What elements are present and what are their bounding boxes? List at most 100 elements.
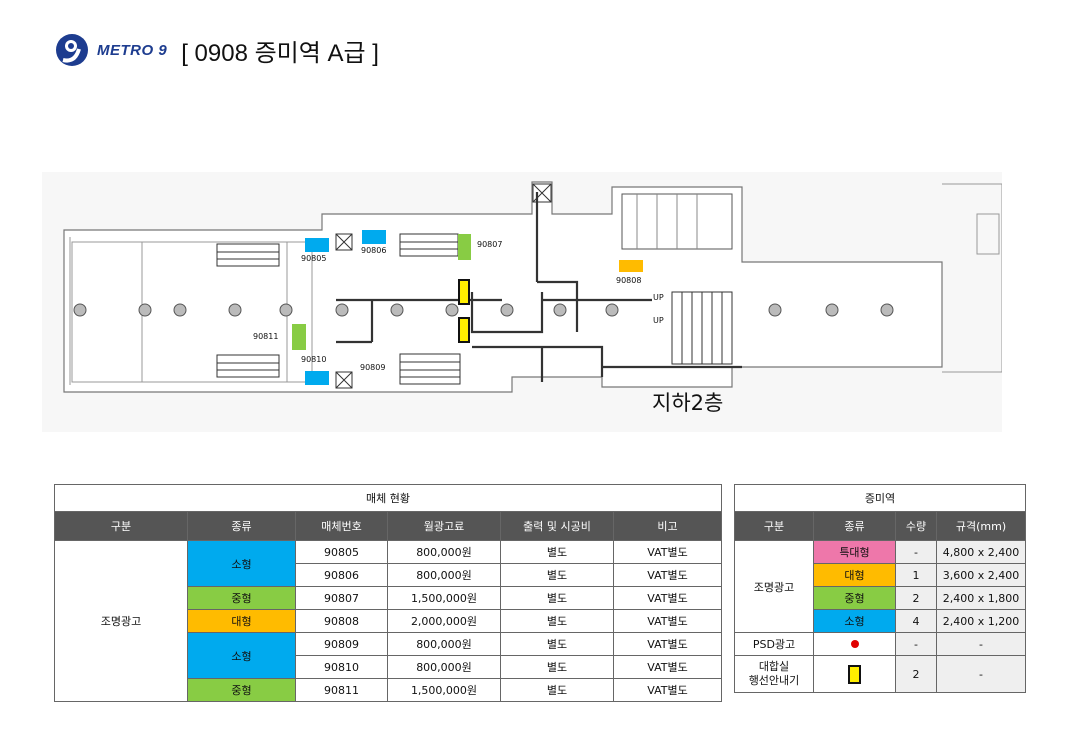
table-row: 소형 90809 800,000원 별도 VAT별도 bbox=[55, 632, 722, 679]
media-no: 90805 bbox=[295, 540, 388, 564]
quantity: 2 bbox=[895, 655, 937, 693]
col-size: 규격(mm) bbox=[936, 511, 1026, 541]
col-note: 비고 bbox=[613, 511, 722, 541]
spot-label-90805: 90805 bbox=[301, 254, 326, 263]
size: - bbox=[936, 655, 1026, 693]
psd-marker-cell bbox=[813, 632, 896, 656]
type-cell: 소형 bbox=[813, 609, 896, 633]
ad-spot-90811[interactable] bbox=[292, 324, 306, 350]
guide-label-line1: 대합실 bbox=[758, 660, 790, 673]
monthly-fee: 800,000원 bbox=[387, 563, 501, 587]
spot-label-90811: 90811 bbox=[253, 332, 278, 341]
col-type: 종류 bbox=[187, 511, 296, 541]
col-category: 구분 bbox=[54, 511, 188, 541]
type-cell: 대형 bbox=[187, 609, 296, 633]
table-row: PSD광고 - - bbox=[734, 632, 1026, 656]
col-monthly-fee: 월광고료 bbox=[387, 511, 501, 541]
install-cost: 별도 bbox=[500, 540, 614, 564]
floor-label: 지하2층 bbox=[652, 391, 724, 415]
page-header: METRO 9 [ 0908 증미역 A급 ] bbox=[55, 30, 379, 70]
guide-sign-1[interactable] bbox=[458, 279, 470, 305]
type-cell: 중형 bbox=[813, 586, 896, 610]
note: VAT별도 bbox=[613, 586, 722, 610]
install-cost: 별도 bbox=[500, 632, 614, 656]
floor-plan: 90805 90806 90807 90808 90809 90810 9081… bbox=[42, 172, 1002, 432]
note: VAT별도 bbox=[613, 655, 722, 679]
ad-spot-90809[interactable] bbox=[305, 371, 329, 385]
station-table-caption: 증미역 bbox=[734, 484, 1026, 512]
table-row: 조명광고 소형 90805 800,000원 별도 VAT별도 bbox=[54, 540, 722, 702]
media-no: 90808 bbox=[295, 609, 388, 633]
monthly-fee: 1,500,000원 bbox=[387, 678, 501, 702]
table-row: 중형 90811 1,500,000원 별도 VAT별도 bbox=[55, 678, 722, 702]
size: - bbox=[936, 632, 1026, 656]
guide-sign-icon bbox=[848, 664, 861, 684]
quantity: 2 bbox=[895, 586, 937, 610]
media-no: 90809 bbox=[295, 632, 388, 656]
up-label-2: UP bbox=[653, 316, 664, 325]
media-table-caption: 매체 현황 bbox=[54, 484, 722, 512]
spot-label-90809: 90809 bbox=[360, 363, 385, 372]
type-cell: 소형 bbox=[187, 540, 296, 587]
type-cell: 중형 bbox=[187, 586, 296, 610]
table-row: 대합실 행선안내기 2 - bbox=[734, 655, 1026, 693]
note: VAT별도 bbox=[613, 563, 722, 587]
page-title: [ 0908 증미역 A급 ] bbox=[181, 39, 379, 67]
guide-sign-2[interactable] bbox=[458, 317, 470, 343]
ad-spot-90807[interactable] bbox=[458, 234, 471, 260]
ad-spot-90806[interactable] bbox=[362, 230, 386, 244]
ad-spot-90805[interactable] bbox=[305, 238, 329, 252]
note: VAT별도 bbox=[613, 540, 722, 564]
install-cost: 별도 bbox=[500, 678, 614, 702]
type-cell: 중형 bbox=[187, 678, 296, 702]
media-no: 90807 bbox=[295, 586, 388, 610]
monthly-fee: 800,000원 bbox=[387, 540, 501, 564]
note: VAT별도 bbox=[613, 678, 722, 702]
quantity: 1 bbox=[895, 563, 937, 587]
col-quantity: 수량 bbox=[895, 511, 937, 541]
table-row: 대형 90808 2,000,000원 별도 VAT별도 bbox=[55, 609, 722, 633]
table-row: 중형 90807 1,500,000원 별도 VAT별도 bbox=[55, 586, 722, 610]
media-status-table: 매체 현황 구분 종류 매체번호 월광고료 출력 및 시공비 비고 조명광고 소… bbox=[54, 484, 722, 702]
install-cost: 별도 bbox=[500, 655, 614, 679]
spot-label-90810: 90810 bbox=[301, 355, 326, 364]
red-dot-icon bbox=[850, 639, 859, 648]
note: VAT별도 bbox=[613, 609, 722, 633]
col-install-cost: 출력 및 시공비 bbox=[500, 511, 614, 541]
logo-text: METRO 9 bbox=[97, 41, 168, 59]
guide-marker-cell bbox=[813, 655, 896, 693]
station-summary-table: 증미역 구분 종류 수량 규격(mm) 조명광고 특대형 - 4,800 x 2… bbox=[734, 484, 1026, 693]
up-label-1: UP bbox=[653, 293, 664, 302]
type-cell: 특대형 bbox=[813, 540, 896, 564]
quantity: - bbox=[895, 540, 937, 564]
col-type: 종류 bbox=[813, 511, 896, 541]
size: 4,800 x 2,400 bbox=[936, 540, 1026, 564]
size: 2,400 x 1,800 bbox=[936, 586, 1026, 610]
media-no: 90806 bbox=[295, 563, 388, 587]
type-cell: 대형 bbox=[813, 563, 896, 587]
quantity: - bbox=[895, 632, 937, 656]
category-cell: 조명광고 bbox=[54, 540, 188, 702]
psd-label: PSD광고 bbox=[734, 632, 814, 656]
category-cell: 조명광고 bbox=[734, 540, 814, 633]
install-cost: 별도 bbox=[500, 563, 614, 587]
spot-label-90806: 90806 bbox=[361, 246, 386, 255]
col-category: 구분 bbox=[734, 511, 814, 541]
ad-spot-90808[interactable] bbox=[619, 260, 643, 272]
table-row: 조명광고 특대형 - 4,800 x 2,400 bbox=[734, 540, 1026, 633]
col-media-no: 매체번호 bbox=[295, 511, 388, 541]
guide-label-cell: 대합실 행선안내기 bbox=[734, 655, 814, 693]
metro9-logo-icon bbox=[56, 34, 88, 66]
table-row: 90810 800,000원 별도 VAT별도 bbox=[55, 655, 722, 679]
media-no: 90811 bbox=[295, 678, 388, 702]
install-cost: 별도 bbox=[500, 609, 614, 633]
spot-label-90807: 90807 bbox=[477, 240, 502, 249]
quantity: 4 bbox=[895, 609, 937, 633]
install-cost: 별도 bbox=[500, 586, 614, 610]
note: VAT별도 bbox=[613, 632, 722, 656]
guide-label-line2: 행선안내기 bbox=[748, 674, 800, 687]
size: 3,600 x 2,400 bbox=[936, 563, 1026, 587]
type-cell: 소형 bbox=[187, 632, 296, 679]
media-no: 90810 bbox=[295, 655, 388, 679]
table-row: 90806 800,000원 별도 VAT별도 bbox=[55, 563, 722, 587]
